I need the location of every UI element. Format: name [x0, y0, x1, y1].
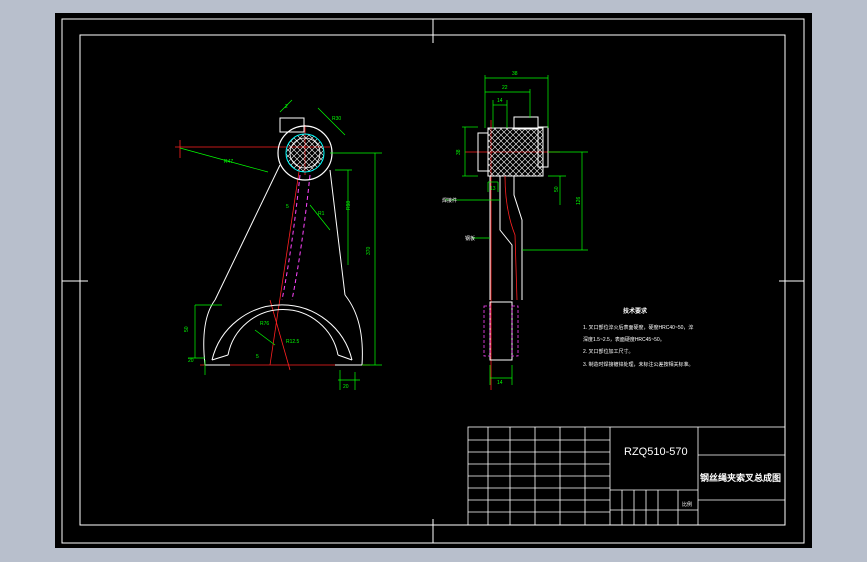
svg-text:13: 13 — [490, 186, 496, 192]
side-view-label-2: 钢板 — [465, 235, 475, 242]
svg-text:R1: R1 — [318, 211, 325, 217]
svg-text:5: 5 — [286, 204, 289, 210]
title-block — [467, 426, 786, 526]
centering-marks — [62, 19, 804, 543]
part-number: RZQ510-570 — [624, 446, 688, 458]
svg-text:38: 38 — [456, 149, 462, 155]
svg-text:50: 50 — [554, 186, 560, 192]
drawing-sheet — [55, 13, 812, 548]
svg-text:126: 126 — [576, 196, 582, 205]
svg-text:2: 2 — [285, 104, 288, 110]
scale-label: 比例 — [682, 501, 692, 508]
svg-text:20: 20 — [343, 384, 349, 390]
tech-req-line-2: 深度1.5~2.5，表面硬度HRC45~50。 — [583, 336, 665, 343]
front-view: R47 370 R98 R30 2 50 20 20 R1 R76 R12.5 … — [175, 99, 382, 390]
svg-text:370: 370 — [366, 246, 372, 255]
part-name: 钢丝绳夹索叉总成图 — [700, 472, 781, 483]
side-view-label: 焊接件 — [442, 197, 457, 204]
technical-requirements: 技术要求 1. 叉口部位淬火后表面硬度，硬度HRC40~50，淬 深度1.5~2… — [583, 307, 694, 368]
tech-req-line-1: 1. 叉口部位淬火后表面硬度，硬度HRC40~50，淬 — [583, 324, 693, 331]
svg-text:R47: R47 — [224, 159, 233, 165]
svg-text:R76: R76 — [260, 321, 269, 327]
svg-text:R12.5: R12.5 — [286, 339, 300, 345]
svg-text:50: 50 — [184, 326, 190, 332]
svg-text:14: 14 — [497, 380, 503, 386]
svg-text:22: 22 — [502, 85, 508, 91]
svg-text:38: 38 — [512, 71, 518, 77]
tech-req-title: 技术要求 — [623, 307, 648, 315]
tech-req-line-4: 3. 制造时焊接镀锌处理，未标注公差按相关标准。 — [583, 361, 694, 368]
svg-text:R98: R98 — [346, 201, 352, 210]
tech-req-line-3: 2. 叉口部位加工尺寸。 — [583, 348, 634, 355]
svg-text:5: 5 — [256, 354, 259, 360]
svg-text:20: 20 — [188, 358, 194, 364]
side-view: 38 22 14 38 126 50 13 14 焊接件 钢板 — [442, 71, 588, 390]
svg-text:14: 14 — [497, 98, 503, 104]
svg-text:R30: R30 — [332, 116, 341, 122]
